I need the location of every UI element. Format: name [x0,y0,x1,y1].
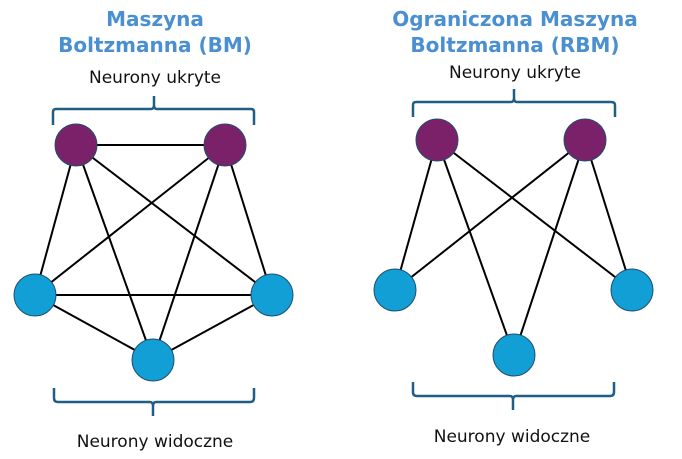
rbm-visible-label: Neurony widoczne [433,427,591,447]
rbm-title-line1: Ograniczona Maszyna [392,7,638,31]
rbm-title: Ograniczona Maszyna Boltzmanna (RBM) [390,6,640,58]
bm-edge-h2-v1 [34,144,226,296]
bm-title: Maszyna Boltzmanna (BM) [40,6,270,58]
rbm-title-line2: Boltzmanna (RBM) [410,33,620,57]
rbm-edge-h1-v3 [436,139,515,356]
bm-visible-bracket [52,388,256,416]
bm-edge-h1-v3 [75,144,154,361]
bm-hidden-bracket [51,96,256,125]
rbm-edge-h2-v3 [513,139,586,356]
bm-edge-v1-v3 [34,294,154,361]
bm-visible-node-v2 [250,273,294,317]
rbm-edge-h2-v2 [584,139,633,291]
rbm-edge-h2-v1 [394,139,586,291]
rbm-visible-node-v1 [373,268,417,312]
bm-visible-label: Neurony widoczne [76,432,234,452]
bm-hidden-node-h2 [203,123,247,167]
rbm-visible-bracket [411,382,616,410]
rbm-visible-node-v3 [492,333,536,377]
rbm-hidden-node-h2 [563,118,607,162]
rbm-edge-h1-v2 [436,139,633,291]
bm-visible-node-v1 [13,273,57,317]
rbm-edge-h1-v1 [394,139,438,291]
bm-edge-h1-v1 [34,144,77,296]
bm-edge-v2-v3 [152,294,273,361]
bm-title-line2: Boltzmanna (BM) [58,33,252,57]
rbm-hidden-label: Neurony ukryte [449,63,581,83]
bm-visible-node-v3 [131,338,175,382]
bm-hidden-label: Neurony ukryte [89,68,221,88]
rbm-hidden-bracket [411,89,617,117]
bm-title-line1: Maszyna [106,7,204,31]
bm-edge-h1-v2 [75,144,273,296]
bm-edge-h2-v3 [152,144,226,361]
rbm-hidden-node-h1 [415,118,459,162]
rbm-visible-node-v2 [610,268,654,312]
bm-hidden-node-h1 [54,123,98,167]
bm-edge-h2-v2 [224,144,273,296]
